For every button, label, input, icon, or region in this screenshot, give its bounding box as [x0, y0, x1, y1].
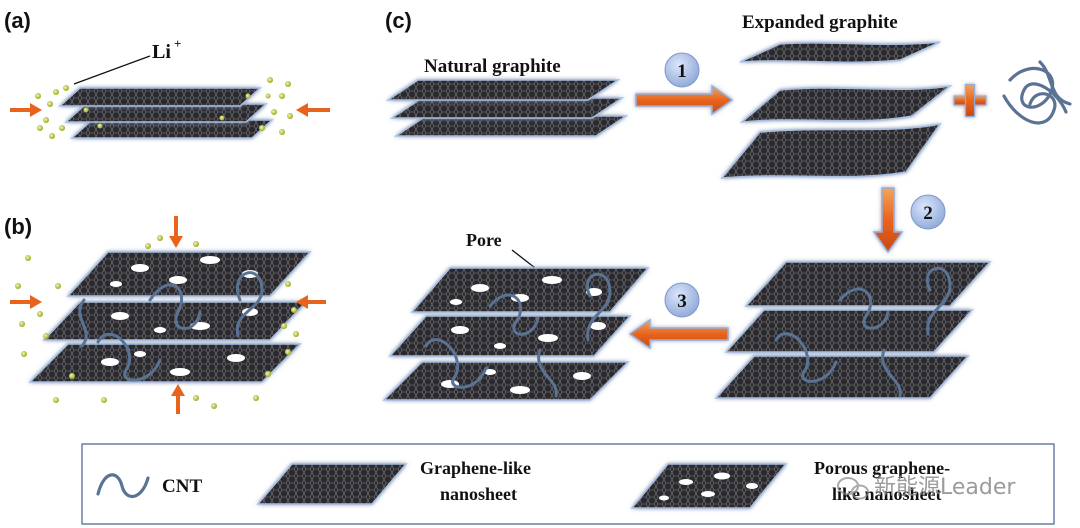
graphene-sheet: [389, 97, 625, 119]
step-arrow-1: [635, 84, 734, 116]
porous-sheet: [28, 343, 302, 383]
panel-label-b: (b): [4, 214, 32, 239]
graphene-sheet: [720, 122, 942, 179]
natural-graphite-stack: [385, 79, 629, 137]
natural-graphite-label: Natural graphite: [424, 56, 561, 77]
compress-arrow-bottom: [171, 384, 185, 414]
li-ion-label: Li: [152, 41, 171, 63]
svg-text:1: 1: [677, 61, 687, 82]
graphene-sheet: [744, 261, 992, 307]
cnt-strands-c2: [774, 266, 952, 398]
compress-arrow-top: [169, 216, 183, 248]
graphene-sheet: [385, 79, 621, 101]
graphene-sheet: [739, 41, 941, 64]
expanded-graphite-sheets: [720, 41, 953, 179]
panel-label-a: (a): [4, 8, 31, 33]
graphene-sheet: [393, 115, 629, 137]
pore-label: Pore: [466, 230, 502, 250]
panel-a-stack: [58, 87, 274, 139]
porous-sheet: [410, 267, 650, 313]
graphene-sheet: [724, 309, 974, 353]
compress-arrow-right: [296, 103, 330, 117]
legend-cnt-label: CNT: [162, 476, 202, 497]
step-badge-3: 3: [664, 282, 700, 318]
graphene-sheet: [58, 87, 262, 107]
graphene-sheet: [739, 84, 953, 123]
step-arrow-3: [628, 318, 729, 350]
compress-arrow-left: [10, 103, 42, 117]
step-badge-1: 1: [664, 52, 700, 88]
legend-graphene-label-line2: nanosheet: [440, 484, 517, 504]
graphene-sheet: [714, 355, 970, 399]
li-pointer-line: [73, 55, 151, 85]
porous-sheet: [388, 315, 632, 357]
plus-sign: [953, 83, 987, 118]
compress-arrow-right-b: [296, 295, 326, 309]
li-ion-dots-b: [15, 235, 299, 409]
legend-porous-icon: [630, 463, 788, 509]
svg-text:2: 2: [923, 203, 933, 224]
porous-graphene-stack: [382, 267, 650, 401]
cnt-strands-b: [78, 271, 264, 382]
graphene-sheet: [64, 103, 268, 123]
graphene-sheet: [70, 119, 274, 139]
svg-text:3: 3: [677, 291, 687, 312]
porous-sheet: [382, 361, 630, 401]
legend-graphene-icon: [256, 463, 408, 505]
legend-graphene-label-line1: Graphene-like: [420, 458, 531, 478]
compress-arrow-left-b: [10, 295, 42, 309]
panel-label-c: (c): [385, 8, 412, 33]
watermark-text: 新能源Leader: [874, 475, 1016, 500]
li-ion-charge: +: [174, 36, 181, 51]
li-ion-dots-a: [35, 77, 293, 139]
panel-b-stack: [28, 251, 312, 383]
legend-cnt-icon: [96, 473, 150, 498]
watermark: 新能源Leader: [837, 475, 1016, 500]
cnt-graphene-stack: [714, 261, 992, 399]
expanded-graphite-label: Expanded graphite: [742, 12, 898, 33]
legend-porous-label-line1: Porous graphene-: [814, 458, 950, 478]
cnt-strands-c3: [424, 272, 612, 398]
step-badge-2: 2: [910, 194, 946, 230]
step-arrow-2: [872, 187, 904, 254]
wechat-icon: [837, 477, 869, 500]
cnt-bundle-icon: [1002, 60, 1072, 125]
porous-sheet: [66, 251, 312, 297]
